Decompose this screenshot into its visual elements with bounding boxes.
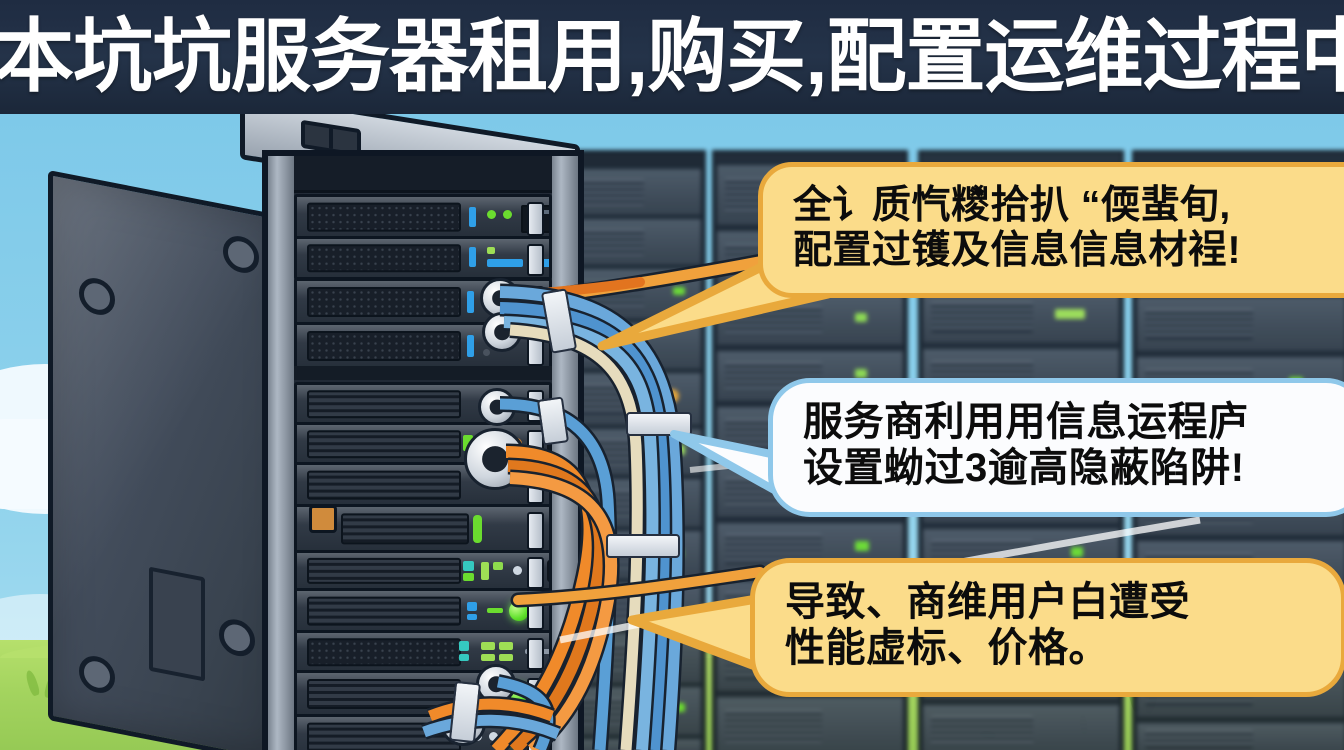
bubble-3-line-2: 性能虚标、价格。: [785, 626, 1109, 671]
panel-latch: [149, 566, 205, 682]
bubble-1-line-1: 全讠质忾糭拾扒 “偄蜚旬,: [793, 184, 1231, 227]
speech-bubble-1: 全讠质忾糭拾扒 “偄蜚旬, 配置过镬及信息信息材裎!: [758, 162, 1344, 299]
page-title: 本坑坑服务器租用,购买,配置运维过程中: [0, 12, 1344, 101]
server-unit: [294, 236, 552, 280]
bubble-2-line-2: 设置蚴过3逾高隐蔽陷阱!: [803, 446, 1245, 491]
title-bar: 本坑坑服务器租用,购买,配置运维过程中: [0, 0, 1344, 114]
rack-front-face: [262, 150, 584, 750]
drive-lock-icon: [309, 507, 337, 533]
server-unit: [294, 504, 552, 554]
bubble-3-line-1: 导致、商维用户白遭受: [785, 580, 1190, 624]
cable-connector: [482, 312, 522, 352]
rack-rail-left: [268, 156, 294, 750]
server-unit: [294, 714, 552, 750]
cable-connector: [476, 664, 516, 704]
bubble-1-line-2: 配置过镬及信息信息材裎!: [793, 229, 1241, 273]
rack-side-panel: [48, 170, 290, 750]
rack-rail-right: [552, 156, 578, 750]
server-unit: [294, 550, 552, 592]
server-unit: [294, 194, 552, 240]
server-unit: [294, 630, 552, 674]
cable-tie: [606, 534, 680, 558]
bubble-2-line-1: 服务商利用用信息运程庐: [803, 400, 1249, 444]
speech-bubble-3: 导致、商维用户白遭受 性能虚标、价格。: [750, 558, 1344, 697]
server-unit: [294, 588, 552, 634]
cable-connector: [464, 428, 526, 490]
cable-connector: [478, 388, 516, 426]
speech-bubble-2: 服务商利用用信息运程庐 设置蚴过3逾高隐蔽陷阱!: [768, 378, 1344, 517]
